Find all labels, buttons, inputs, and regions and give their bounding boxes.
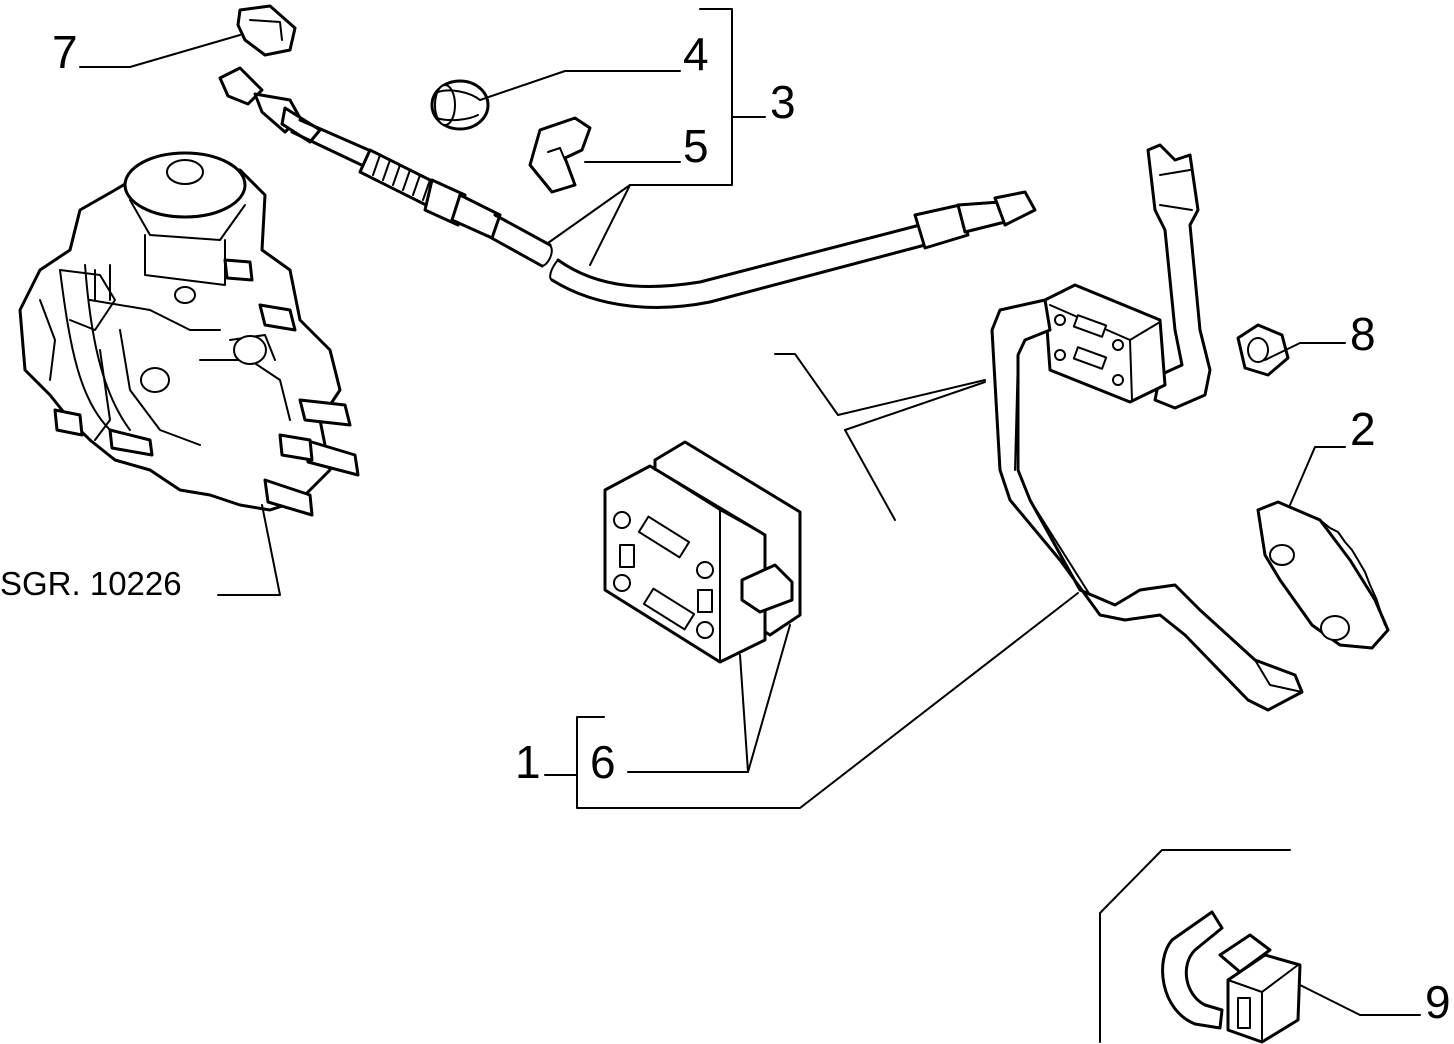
bushing-block-part-6 — [603, 440, 802, 664]
callout-9: 9 — [1425, 976, 1451, 1028]
accelerator-cable-drawing — [218, 66, 1037, 309]
callout-4: 4 — [683, 28, 709, 80]
nut-part-8 — [1236, 323, 1290, 377]
callout-3: 3 — [770, 76, 796, 128]
callout-7: 7 — [52, 26, 78, 78]
callout-5: 5 — [683, 120, 709, 172]
callout-6: 6 — [590, 736, 616, 788]
sector-part-2 — [1256, 500, 1390, 650]
callout-2: 2 — [1350, 403, 1376, 455]
grommet-part-4 — [430, 79, 490, 131]
injection-pump-drawing — [18, 151, 360, 517]
clip-part-5 — [528, 116, 592, 194]
clip-part-7 — [236, 4, 297, 57]
diagram-reference: SGR. 10226 — [0, 565, 182, 602]
leader-lines — [79, 8, 1421, 1043]
accelerator-pedal-drawing — [990, 143, 1304, 712]
callout-1: 1 — [515, 736, 541, 788]
clip-part-9 — [1161, 910, 1302, 1044]
callout-8: 8 — [1350, 308, 1376, 360]
